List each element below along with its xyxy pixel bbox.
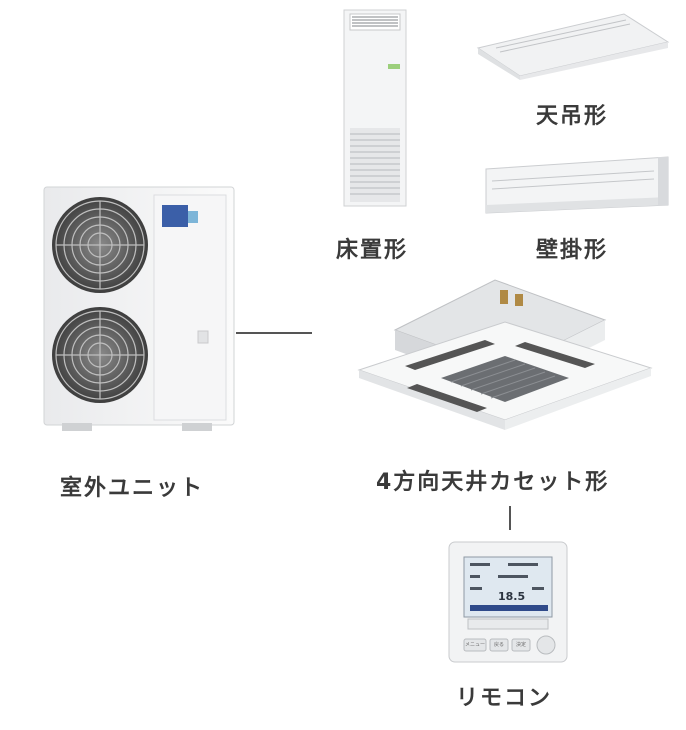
- ceiling-suspended-label: 天吊形: [536, 104, 609, 129]
- outdoor-unit-illustration: [43, 186, 235, 431]
- wall-mounted-label: 壁掛形: [536, 238, 609, 263]
- ceiling-cassette-illustration: [357, 279, 653, 430]
- floor-standing-label: 床置形: [336, 238, 409, 263]
- remote-back-button: 戻る: [493, 642, 504, 648]
- remote-menu-button: メニュー: [464, 642, 485, 648]
- remote-control-illustration: [448, 541, 568, 663]
- ceiling-cassette-unit: [355, 270, 655, 450]
- outdoor-unit: [42, 185, 237, 435]
- remote-control-label: リモコン: [456, 686, 553, 711]
- wall-mounted-unit: [482, 155, 672, 217]
- connector-line-horizontal: [236, 332, 312, 334]
- wall-mounted-illustration: [485, 156, 669, 214]
- ceiling-cassette-label: 4方向天井カセット形: [376, 470, 610, 495]
- remote-temperature-readout: 18.5: [498, 590, 526, 603]
- fan-top: [52, 197, 148, 293]
- remote-control: 18.5 メニュー 戻る 決定: [448, 541, 568, 663]
- ceiling-suspended-unit: [476, 8, 671, 80]
- outdoor-unit-label: 室外ユニット: [60, 476, 205, 501]
- connector-line-vertical: [509, 506, 511, 530]
- floor-standing-unit: [342, 8, 408, 208]
- fan-bottom: [52, 307, 148, 403]
- floor-standing-illustration: [343, 9, 407, 207]
- ceiling-suspended-illustration: [476, 13, 670, 80]
- remote-enter-button: 決定: [515, 642, 526, 648]
